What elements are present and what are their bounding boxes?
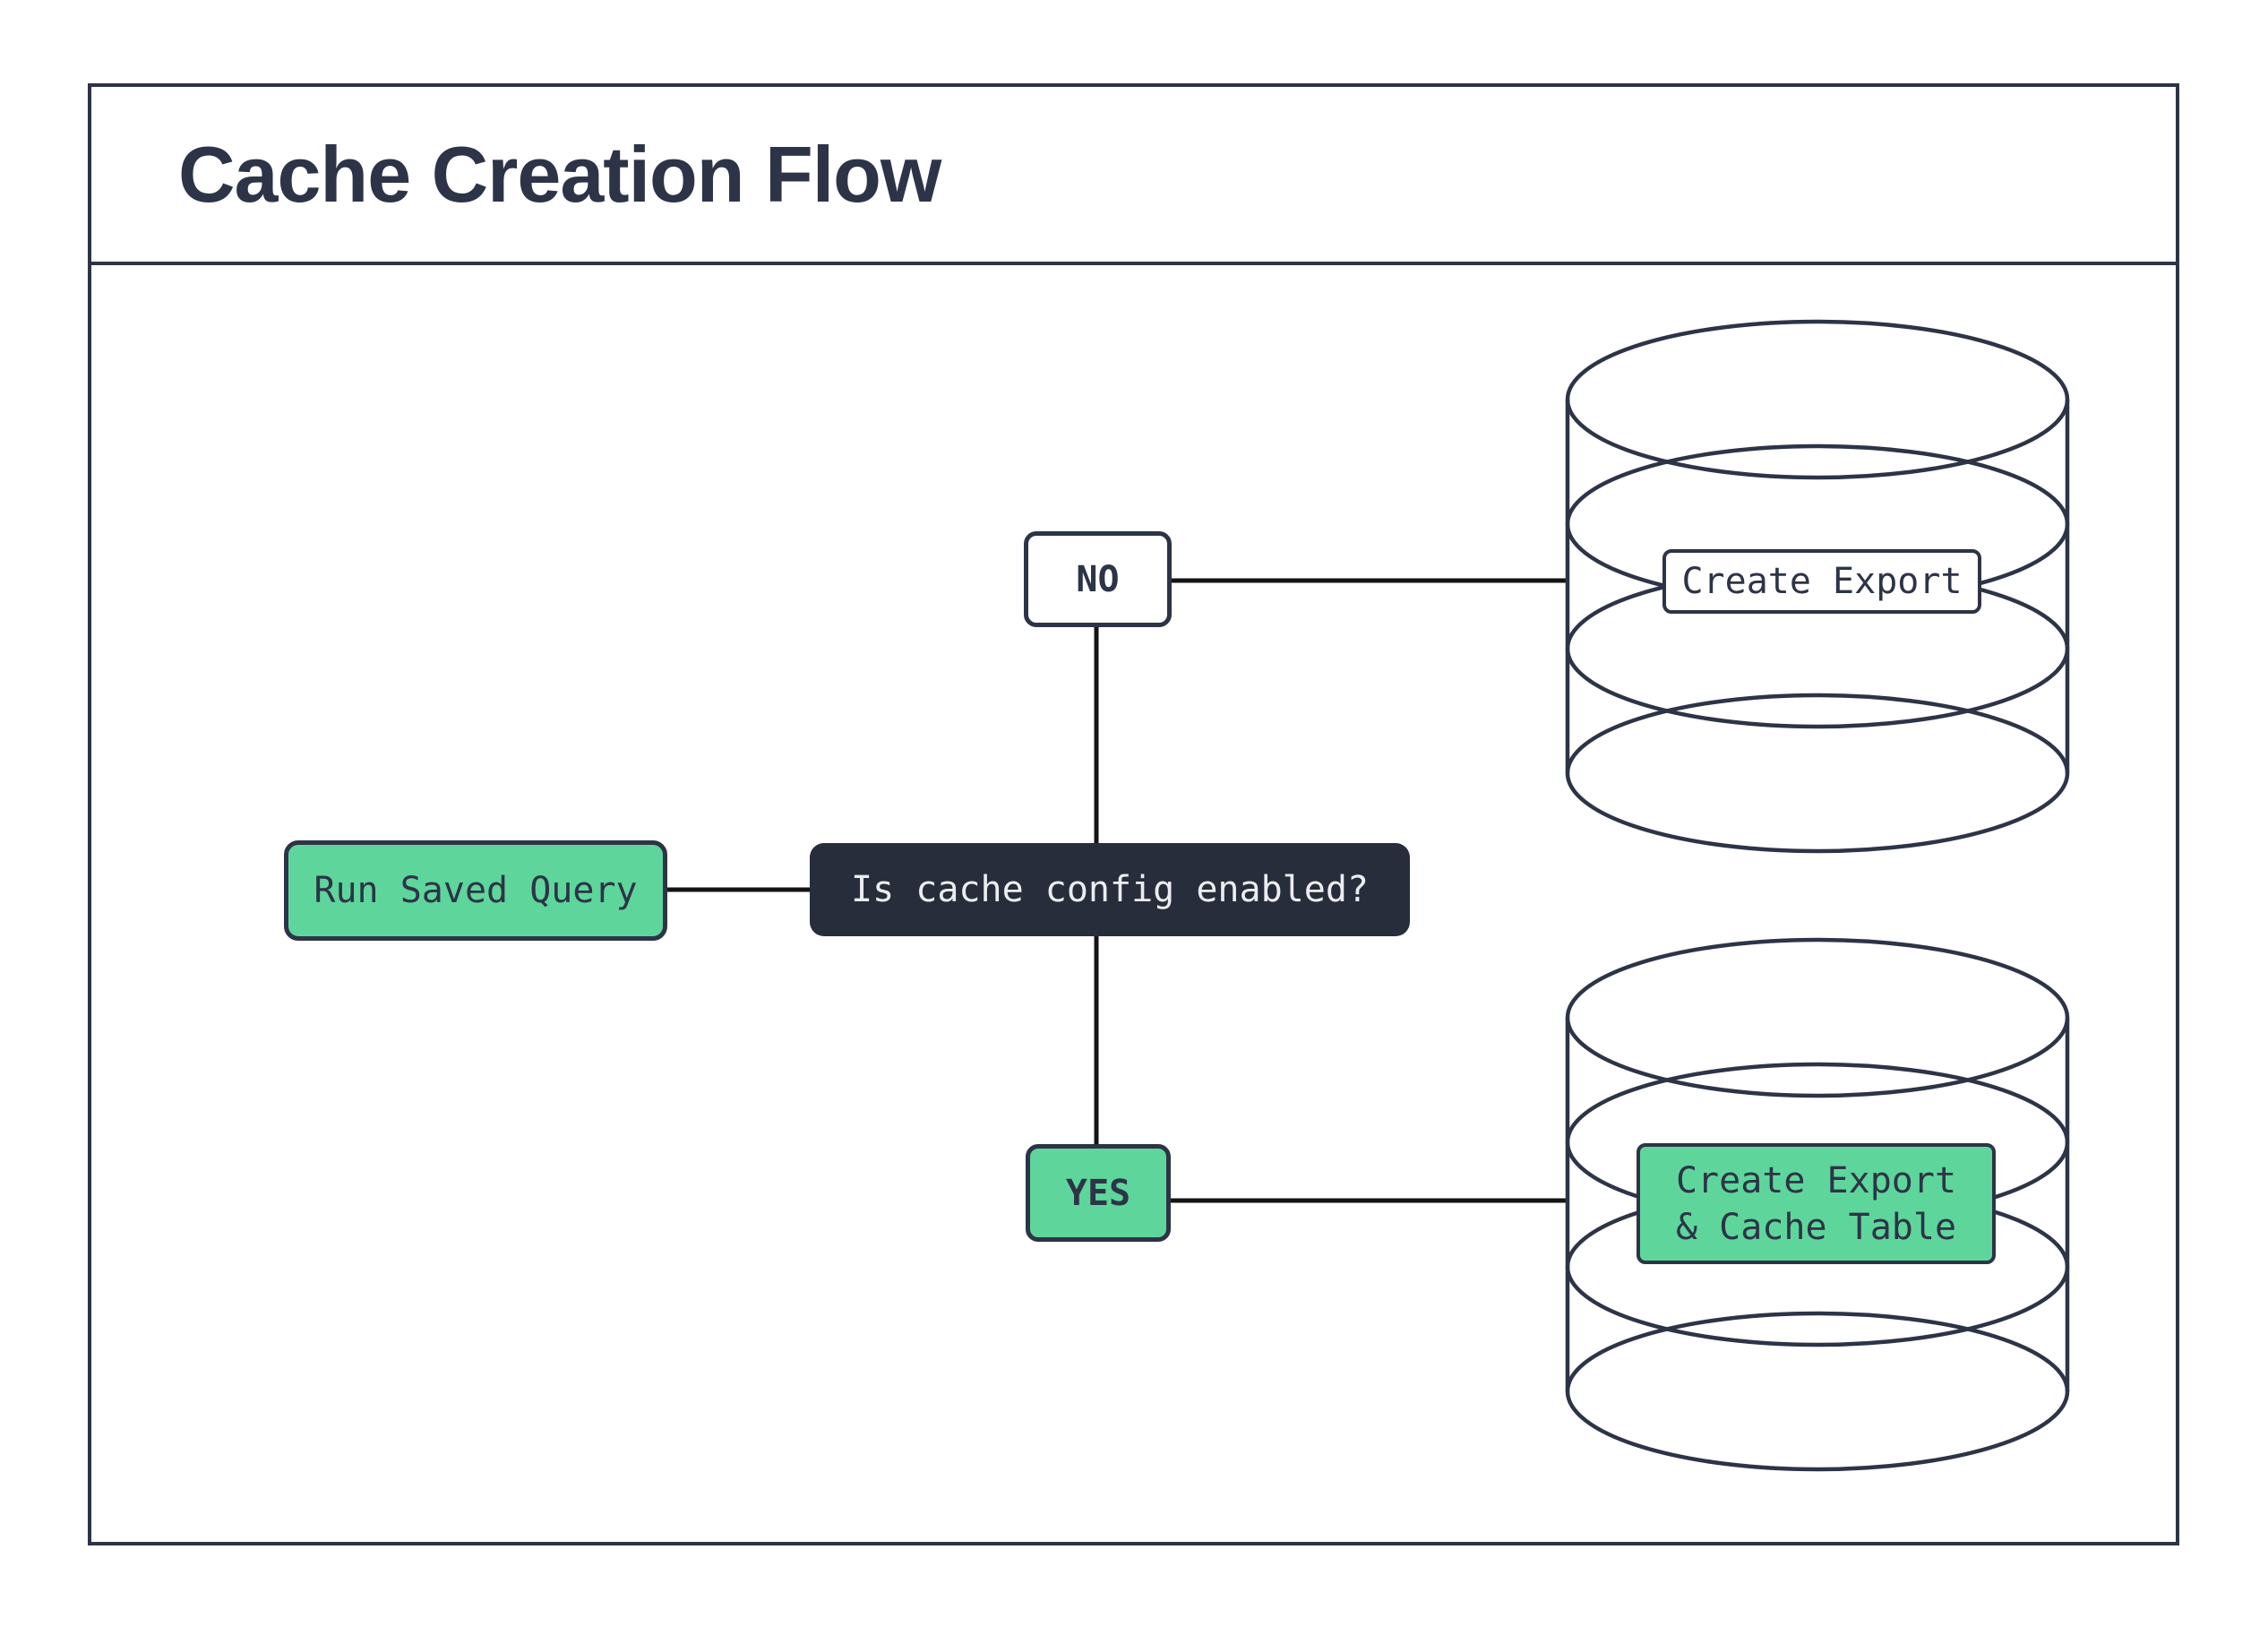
decision-node: Is cache config enabled? (810, 843, 1410, 936)
create-export-cache-line2: & Cache Table (1675, 1206, 1957, 1248)
create-export-cache-label: Create Export & Cache Table (1637, 1143, 1996, 1264)
create-export-cache-line1: Create Export (1675, 1159, 1957, 1201)
create-export-label: Create Export (1662, 549, 1981, 614)
yes-branch-node: YES (1026, 1144, 1171, 1242)
no-branch-node: NO (1024, 531, 1172, 627)
run-saved-query-node: Run Saved Query (284, 840, 667, 941)
page-title: Cache Creation Flow (178, 129, 941, 219)
diagram-header: Cache Creation Flow (91, 87, 2176, 265)
flowchart-frame: Cache Creation Flow (88, 83, 2179, 1545)
